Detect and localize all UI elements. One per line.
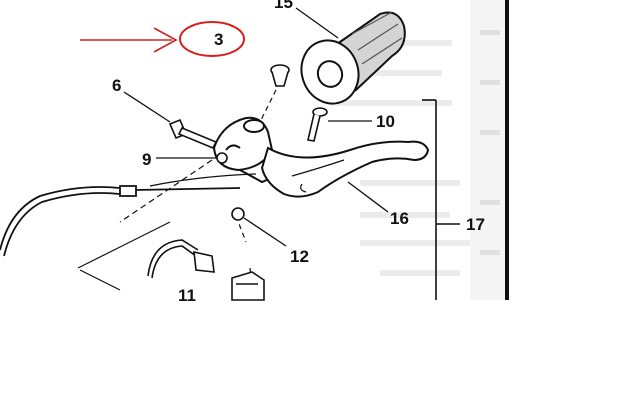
dashed-guide-3	[259, 89, 277, 123]
leader-15	[295, 7, 339, 39]
background-ghost-text	[332, 0, 509, 300]
label-part-16: 16	[390, 209, 409, 228]
switch-connector	[147, 239, 215, 279]
screw-part-3	[270, 64, 290, 87]
leader-16	[347, 181, 389, 213]
pivot-part-9	[216, 152, 228, 164]
highlight-ellipse	[179, 21, 245, 57]
assembly-bracket-17	[422, 99, 460, 300]
nut-part-12	[231, 207, 245, 221]
label-part-3: 3	[214, 30, 223, 49]
clutch-cable	[0, 173, 257, 257]
handlebar-grip	[300, 11, 406, 105]
clutch-lever	[260, 140, 430, 198]
bolt-part-10	[307, 107, 328, 142]
leader-6	[123, 91, 171, 123]
label-part-6: 6	[112, 76, 121, 95]
highlight-arrow-head	[153, 27, 178, 53]
label-part-10: 10	[376, 112, 395, 131]
assembly-guides	[77, 159, 253, 291]
label-part-15: 15	[274, 0, 293, 12]
label-part-12: 12	[290, 247, 309, 266]
label-part-9: 9	[142, 150, 151, 169]
label-part-11: 11	[178, 286, 196, 305]
label-part-17: 17	[466, 215, 485, 234]
page-border-line	[505, 0, 509, 300]
bolt-part-6	[168, 118, 218, 150]
highlight-annotation	[80, 21, 245, 57]
switch-bracket-part	[231, 271, 265, 301]
leader-12	[243, 217, 287, 247]
